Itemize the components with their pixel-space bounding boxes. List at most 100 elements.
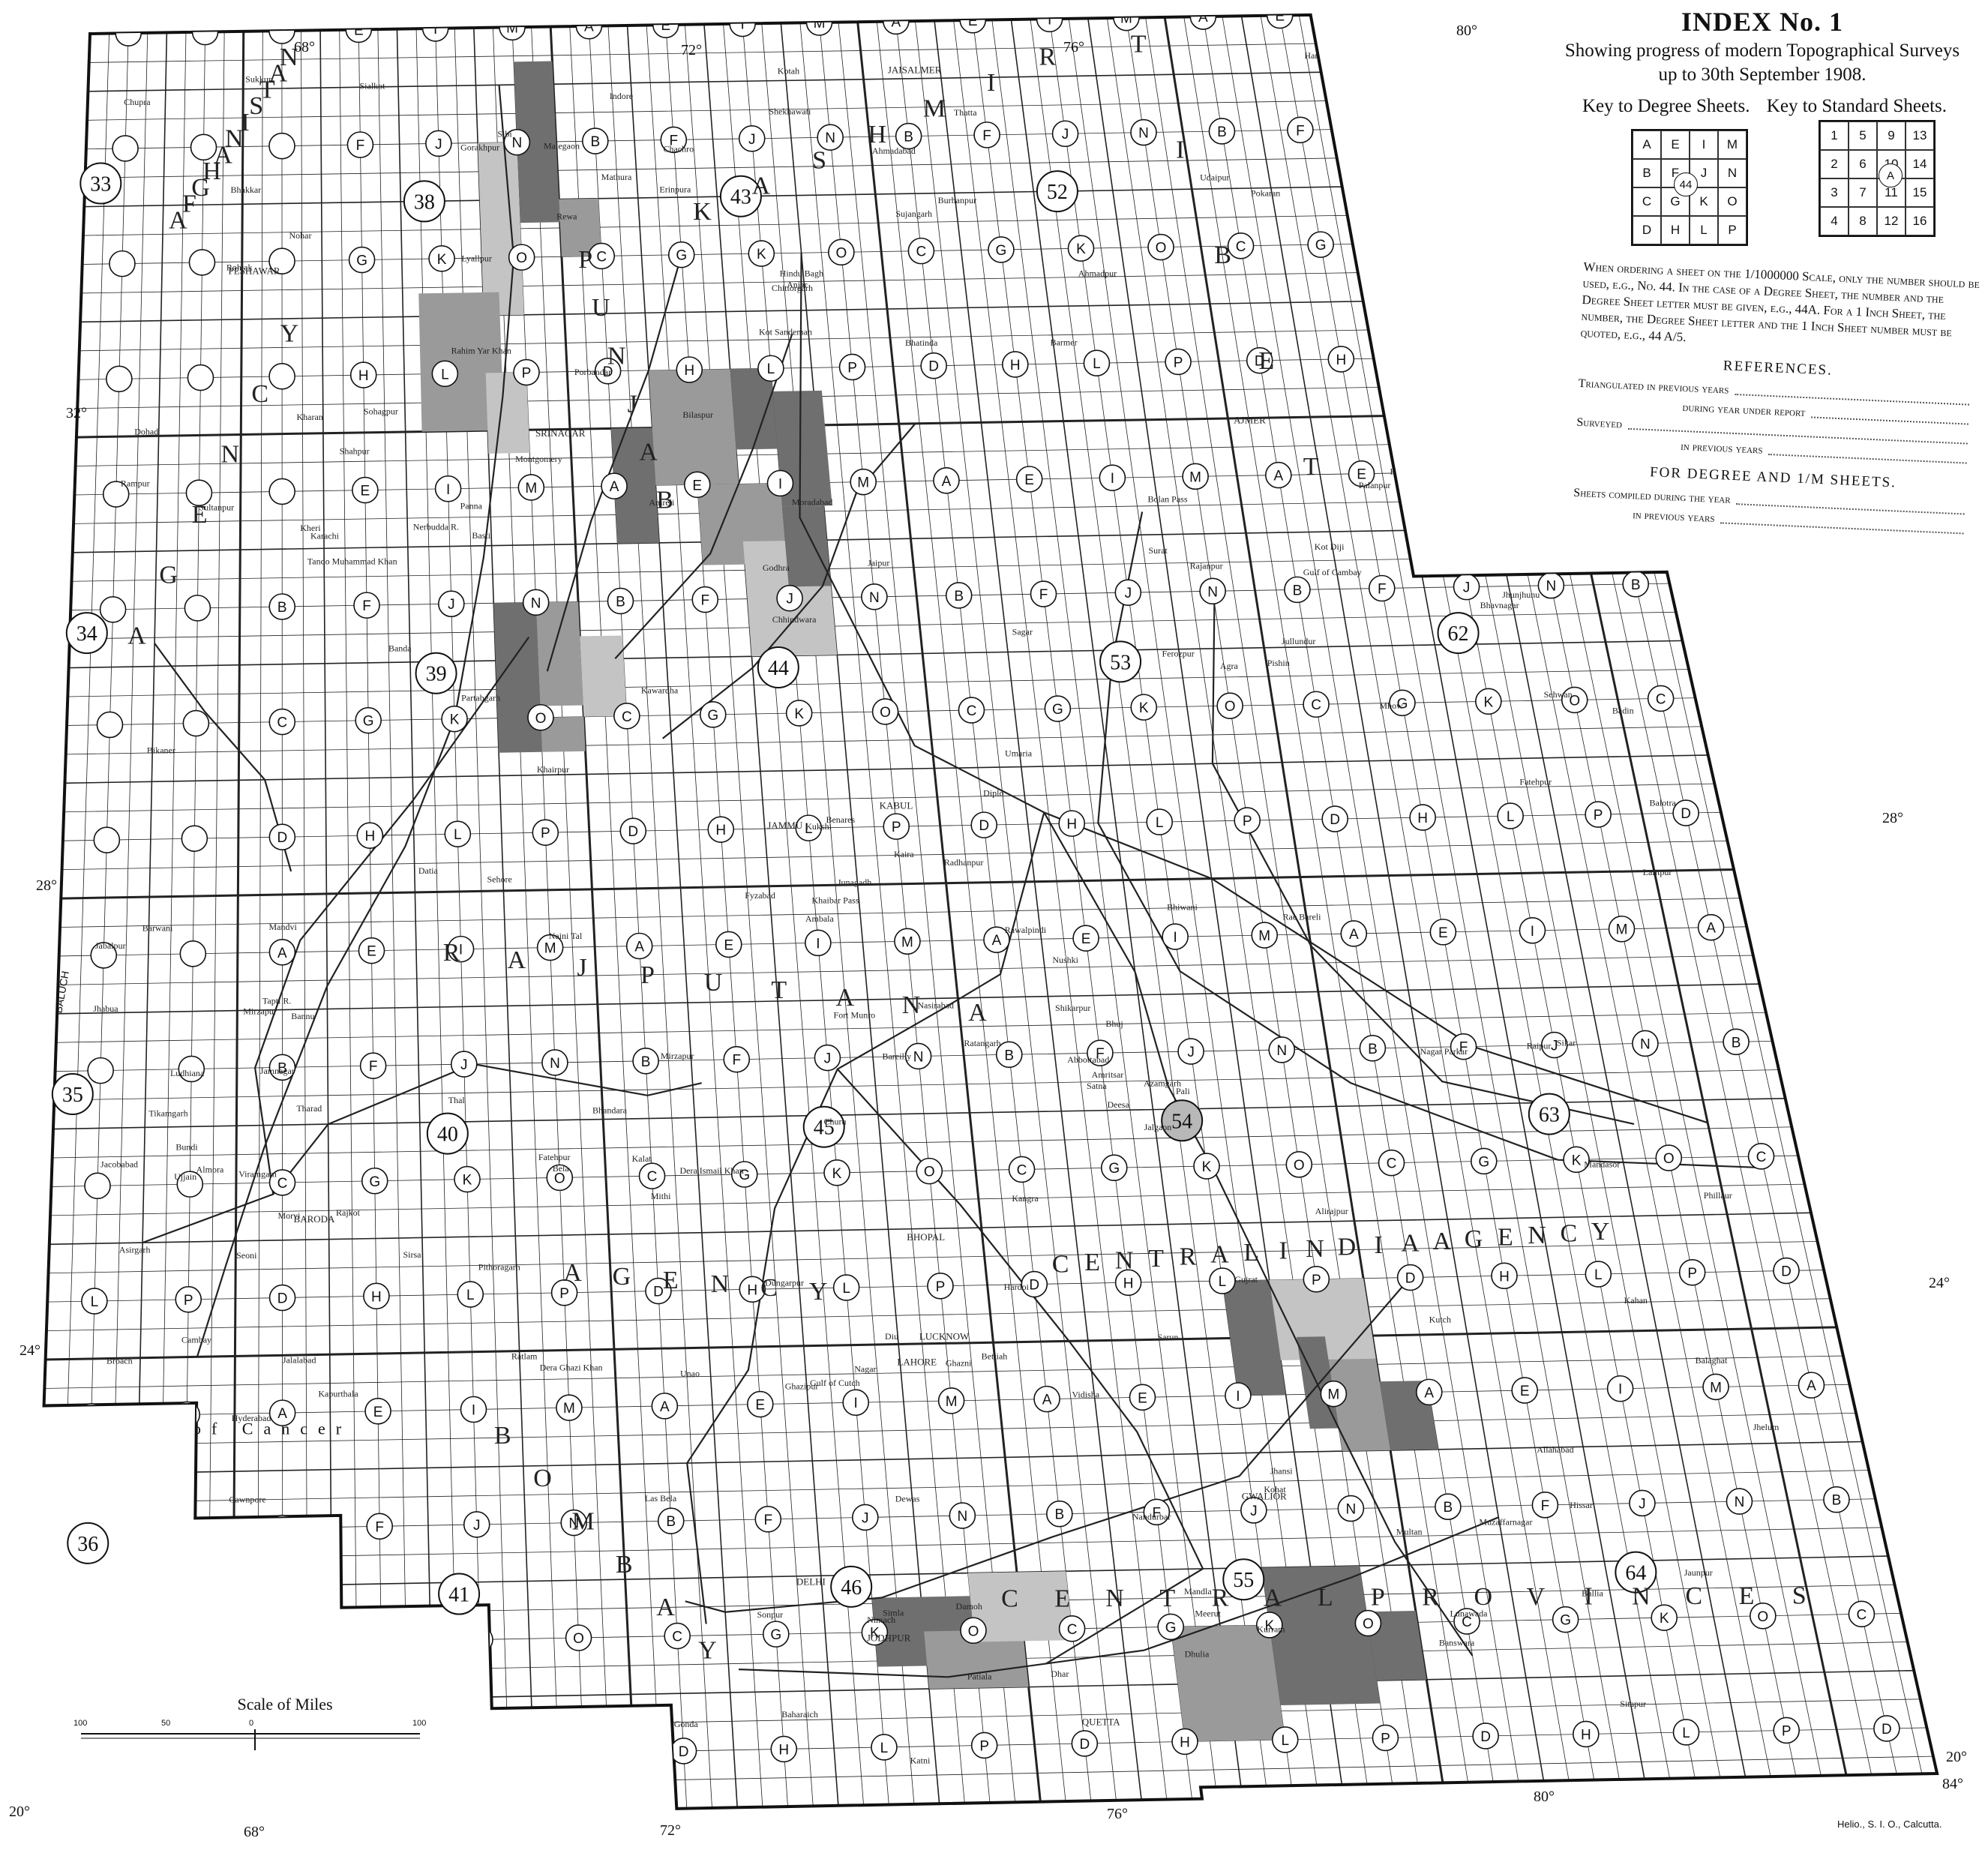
degree-sheet-letter: G bbox=[996, 243, 1007, 259]
degree-sheet-letter: I bbox=[472, 1402, 475, 1418]
degree-sheet-letter: O bbox=[1663, 1151, 1675, 1167]
place-name: Bhavnagar bbox=[1480, 600, 1519, 610]
region-letter: C bbox=[1052, 1251, 1071, 1279]
region-letter: A bbox=[508, 946, 528, 974]
degree-sheet-letter: J bbox=[1639, 1496, 1646, 1512]
region-letter: R bbox=[1039, 43, 1057, 71]
degree-sheet-letter: G bbox=[1052, 702, 1063, 718]
degree-sheet-letter: O bbox=[1225, 699, 1236, 715]
degree-sheet-marker: K bbox=[1563, 1146, 1590, 1174]
degree-sheet-marker: E bbox=[1015, 466, 1043, 493]
degree-sheet-letter: L bbox=[1281, 1733, 1289, 1749]
place-name: Meerut bbox=[1195, 1608, 1221, 1618]
place-name: Kutch bbox=[1429, 1314, 1451, 1324]
degree-sheet-marker: G bbox=[1044, 695, 1072, 722]
degree-sheet-marker: D bbox=[1472, 1723, 1499, 1750]
degree-sheet-letter: P bbox=[936, 1279, 946, 1295]
region-letter: L bbox=[1318, 1584, 1335, 1612]
degree-sheet-marker: K bbox=[428, 245, 455, 272]
degree-sheet-letter: D bbox=[1681, 806, 1691, 822]
degree-sheet-marker: O bbox=[1561, 686, 1588, 714]
degree-sheet-marker: C bbox=[664, 1622, 691, 1650]
degree-sheet-letter: D bbox=[653, 1285, 664, 1300]
key-cell: K bbox=[1690, 187, 1718, 216]
degree-sheet-marker: F bbox=[1087, 1039, 1114, 1066]
degree-sheet-marker: C bbox=[958, 697, 985, 724]
sheet-number: 55 bbox=[1233, 1569, 1254, 1592]
degree-sheet-marker: O bbox=[527, 703, 554, 731]
region-letter: A bbox=[836, 984, 856, 1012]
place-name: Partabgarh bbox=[461, 692, 500, 703]
degree-sheet-marker: N bbox=[1337, 1495, 1365, 1522]
place-name: Nimach bbox=[867, 1615, 895, 1625]
degree-sheet-marker: A bbox=[983, 926, 1010, 954]
place-name: Allahabad bbox=[1537, 1444, 1573, 1455]
degree-sheet-letter: E bbox=[1024, 472, 1034, 488]
degree-sheet-letter: E bbox=[1081, 931, 1091, 947]
degree-sheet-marker: F bbox=[346, 131, 374, 158]
degree-sheet-marker bbox=[268, 478, 295, 505]
place-name: Alirajpur bbox=[1315, 1206, 1348, 1216]
degree-sheet-marker: M bbox=[556, 1394, 583, 1421]
degree-sheet-letter: A bbox=[992, 933, 1002, 949]
degree-sheet-marker: L bbox=[431, 360, 459, 388]
sheet-number: 52 bbox=[1047, 181, 1068, 204]
degree-sheet-marker: D bbox=[1396, 1264, 1424, 1291]
place-name: Dewas bbox=[895, 1493, 920, 1504]
degree-sheet-letter: H bbox=[371, 1289, 382, 1305]
sheet-number: 33 bbox=[90, 173, 111, 196]
survey-progress-shading bbox=[418, 61, 1439, 1742]
degree-sheet-marker: J bbox=[425, 130, 452, 157]
place-name: Thal bbox=[448, 1095, 466, 1105]
degree-sheet-marker: A bbox=[651, 1393, 679, 1420]
degree-sheet-letter: E bbox=[1275, 9, 1285, 25]
degree-sheet-marker: B bbox=[1208, 118, 1236, 145]
key-cell: 6 bbox=[1849, 150, 1877, 178]
region-letter: S bbox=[249, 92, 265, 120]
degree-sheet-marker: M bbox=[937, 1387, 965, 1414]
degree-sheet-marker: N bbox=[904, 1042, 932, 1070]
degree-sheet-letter: B bbox=[1368, 1042, 1378, 1057]
latitude-label: 20° bbox=[9, 1804, 30, 1820]
sheet-number-marker: 34 bbox=[65, 612, 108, 655]
degree-sheet-letter: F bbox=[1096, 1046, 1105, 1062]
degree-sheet-marker: G bbox=[730, 1161, 758, 1188]
degree-sheet-letter: M bbox=[1710, 1380, 1722, 1396]
place-name: Mirzapur bbox=[661, 1051, 694, 1061]
degree-sheet-letter: L bbox=[1507, 809, 1515, 825]
degree-sheet-marker: I bbox=[1162, 923, 1189, 950]
degree-sheet-letter: D bbox=[277, 1291, 288, 1307]
place-name: Tapti R. bbox=[262, 995, 292, 1006]
region-letter: N bbox=[1105, 1585, 1126, 1612]
degree-sheet-marker: P bbox=[838, 353, 866, 381]
degree-sheet-letter: M bbox=[1616, 922, 1628, 938]
degree-sheet-marker: D bbox=[645, 1277, 672, 1305]
degree-sheet-marker: C bbox=[638, 1162, 666, 1189]
place-name: Dohad bbox=[134, 427, 158, 437]
degree-sheet-letter: F bbox=[1459, 1040, 1468, 1056]
degree-sheet-letter: C bbox=[1857, 1607, 1867, 1623]
degree-sheet-marker: L bbox=[1585, 1261, 1612, 1288]
degree-sheet-marker: I bbox=[766, 469, 794, 497]
sheet-number-marker: 40 bbox=[426, 1112, 469, 1155]
degree-sheet-marker: G bbox=[988, 236, 1015, 263]
place-name: Azamgarh bbox=[1144, 1078, 1181, 1088]
degree-sheet-marker: O bbox=[871, 698, 899, 725]
region-letter: N bbox=[607, 342, 628, 370]
place-name: Nushki bbox=[1052, 955, 1078, 965]
degree-sheet-marker: N bbox=[1268, 1036, 1296, 1063]
degree-sheet-marker: P bbox=[1303, 1265, 1330, 1293]
degree-sheet-marker: G bbox=[762, 1621, 790, 1648]
degree-sheet-letter: G bbox=[1478, 1154, 1489, 1170]
degree-sheet-letter: K bbox=[1076, 241, 1086, 257]
place-name: Erinpura bbox=[659, 184, 691, 195]
degree-sheet-letter: P bbox=[1687, 1266, 1697, 1282]
place-name: Sehwan bbox=[1544, 689, 1573, 700]
degree-sheet-letter: B bbox=[1631, 577, 1641, 593]
place-name: Kukshi bbox=[805, 821, 832, 832]
degree-sheet-letter: E bbox=[755, 1398, 765, 1414]
place-name: Naini Tal bbox=[549, 931, 583, 941]
place-name: LUCKNOW bbox=[919, 1331, 970, 1342]
degree-sheet-letter: N bbox=[1346, 1502, 1357, 1518]
